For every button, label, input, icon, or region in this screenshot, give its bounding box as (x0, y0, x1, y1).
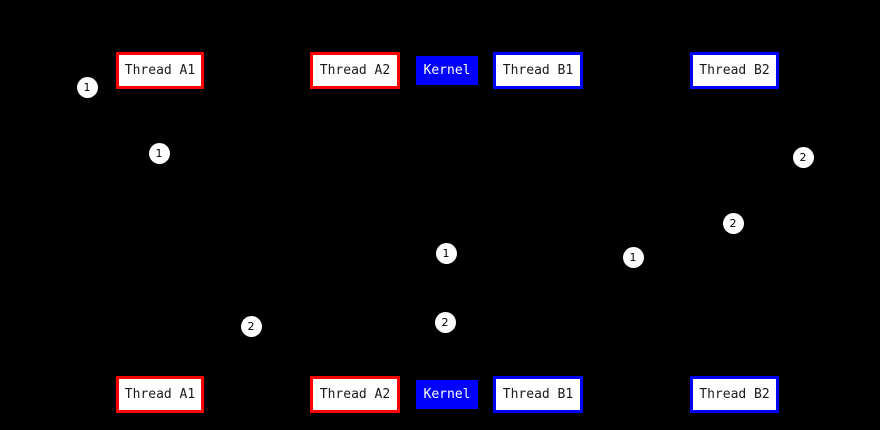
participant-box-thread-b1-bottom[interactable]: Thread B1 (493, 376, 583, 413)
participant-box-kernel-top[interactable]: Kernel (416, 56, 478, 85)
sequence-marker-marker-1-d: 1 (622, 246, 644, 268)
participant-label: Kernel (423, 387, 471, 402)
participant-label: Thread A2 (319, 63, 391, 78)
sequence-marker-label: 2 (729, 216, 737, 230)
participant-label: Thread B2 (699, 387, 770, 402)
sequence-marker-marker-2-b: 2 (722, 212, 744, 234)
participant-box-kernel-bottom[interactable]: Kernel (416, 380, 478, 409)
sequence-marker-label: 1 (83, 80, 91, 94)
participant-label: Thread A2 (319, 387, 391, 402)
lifeline-thread-a1 (160, 89, 161, 376)
sequence-marker-label: 1 (155, 146, 163, 160)
lifeline-kernel (447, 85, 448, 380)
participant-label: Kernel (423, 63, 471, 78)
sequence-marker-label: 1 (442, 246, 450, 260)
participant-box-thread-b2-top[interactable]: Thread B2 (690, 52, 779, 89)
participant-box-thread-a1-top[interactable]: Thread A1 (116, 52, 204, 89)
participant-box-thread-a1-bottom[interactable]: Thread A1 (116, 376, 204, 413)
participant-box-thread-b1-top[interactable]: Thread B1 (493, 52, 583, 89)
participant-box-thread-a2-top[interactable]: Thread A2 (310, 52, 400, 89)
participant-label: Thread B2 (699, 63, 770, 78)
sequence-marker-label: 1 (629, 250, 637, 264)
participant-box-thread-a2-bottom[interactable]: Thread A2 (310, 376, 400, 413)
participant-label: Thread B1 (502, 387, 574, 402)
sequence-marker-marker-1-a: 1 (76, 76, 98, 98)
participant-label: Thread B1 (502, 63, 574, 78)
sequence-marker-marker-2-d: 2 (240, 315, 262, 337)
participant-label: Thread A1 (124, 63, 196, 78)
lifeline-thread-a2 (355, 89, 356, 376)
sequence-marker-marker-2-a: 2 (792, 146, 814, 168)
participant-box-thread-b2-bottom[interactable]: Thread B2 (690, 376, 779, 413)
lifeline-thread-b1 (538, 89, 539, 376)
sequence-marker-label: 2 (799, 150, 807, 164)
sequence-marker-label: 2 (441, 315, 449, 329)
sequence-marker-marker-1-b: 1 (148, 142, 170, 164)
sequence-marker-marker-1-c: 1 (435, 242, 457, 264)
sequence-marker-marker-2-c: 2 (434, 311, 456, 333)
participant-label: Thread A1 (124, 387, 196, 402)
sequence-marker-label: 2 (247, 319, 255, 333)
